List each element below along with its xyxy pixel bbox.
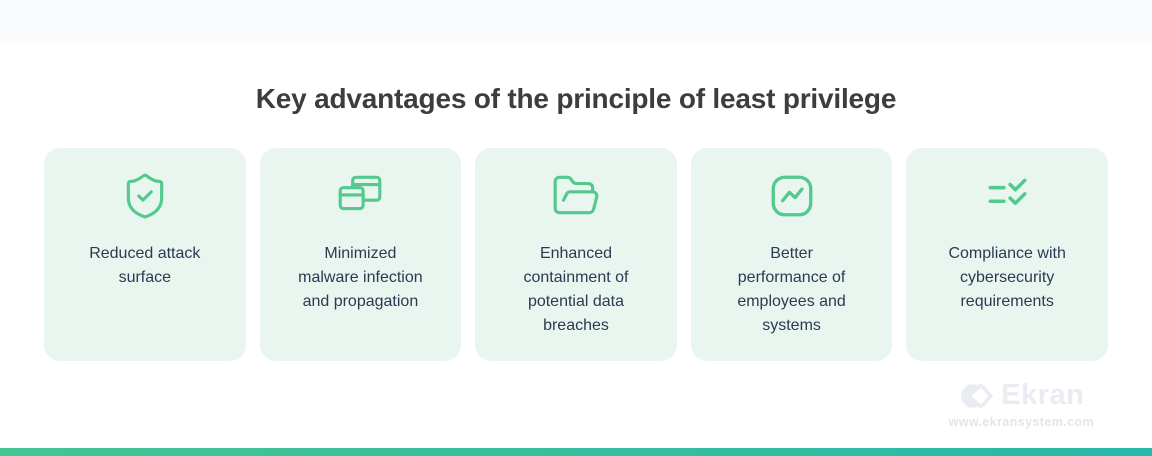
page-title: Key advantages of the principle of least… [255, 83, 897, 114]
brand-footer: Ekran www.ekransystem.com [949, 379, 1094, 429]
footer-accent-bar [0, 448, 1152, 456]
open-folder-icon [550, 170, 602, 222]
ekran-logo-text: Ekran [1001, 379, 1085, 411]
ekran-logo: Ekran [958, 379, 1084, 412]
trend-chart-icon [767, 170, 817, 222]
website-url: www.ekransystem.com [948, 415, 1094, 429]
overlapping-windows-icon [333, 170, 387, 222]
card-better-performance: Better performance of employees and syst… [690, 148, 893, 361]
card-label: Better performance of employees and syst… [737, 245, 846, 334]
card-label: Reduced attack surface [89, 245, 201, 286]
card-label: Compliance with cybersecurity requiremen… [948, 245, 1066, 310]
card-minimized-malware: Minimized malware infection and propagat… [259, 148, 462, 361]
card-label: Minimized malware infection and propagat… [298, 245, 423, 310]
card-enhanced-containment: Enhanced containment of potential data b… [475, 148, 677, 361]
top-band [0, 0, 1152, 43]
cards-row: Reduced attack surface Minimized malware… [44, 148, 1108, 361]
card-compliance: Compliance with cybersecurity requiremen… [906, 148, 1108, 361]
shield-check-icon [120, 170, 170, 222]
card-reduced-attack-surface: Reduced attack surface [44, 148, 246, 361]
ekran-logo-icon [961, 383, 994, 408]
card-label: Enhanced containment of potential data b… [523, 245, 629, 334]
checklist-icon [981, 170, 1033, 222]
